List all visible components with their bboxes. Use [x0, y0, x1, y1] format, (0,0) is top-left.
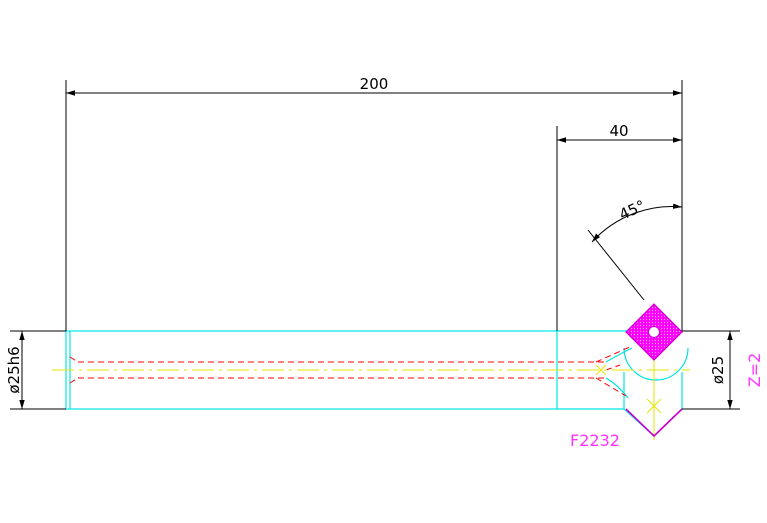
dimension-overall-length — [65, 80, 683, 331]
flute-curve-lower — [605, 377, 629, 399]
center-mark-4 — [595, 364, 607, 376]
dimension-head-diameter — [682, 330, 740, 410]
head-arc — [623, 347, 689, 381]
dim-text-head: ø25 — [709, 356, 727, 384]
dim-text-40: 40 — [609, 122, 628, 140]
center-mark-2 — [646, 398, 662, 414]
teeth-count-label: Z=2 — [745, 353, 764, 388]
coolant-hole-end-upper — [69, 356, 79, 363]
coolant-hole-end-lower — [69, 377, 79, 384]
tool-outline — [65, 330, 689, 437]
center-lines — [52, 335, 690, 440]
coolant-branch-lower — [595, 377, 627, 397]
insert-screw-hole — [648, 326, 660, 338]
part-code-label: F2232 — [570, 431, 620, 450]
dim-text-200: 200 — [360, 75, 389, 93]
lower-insert-edge — [625, 408, 683, 438]
coolant-hole-hidden-lines — [69, 345, 633, 397]
angle-arc — [591, 203, 683, 243]
head-lower-profile — [623, 372, 683, 437]
cutting-insert — [625, 303, 683, 438]
dim-text-45: 45° — [616, 197, 648, 224]
coolant-branch-mid — [605, 364, 621, 371]
coolant-branch-upper — [595, 345, 633, 363]
dimension-head-length — [556, 126, 682, 331]
dimension-shank-diameter — [10, 330, 66, 410]
angle-leader — [587, 229, 645, 301]
dim-text-shank: ø25h6 — [5, 346, 23, 393]
dimension-angle — [587, 203, 683, 301]
flute-curve-upper — [605, 347, 633, 363]
